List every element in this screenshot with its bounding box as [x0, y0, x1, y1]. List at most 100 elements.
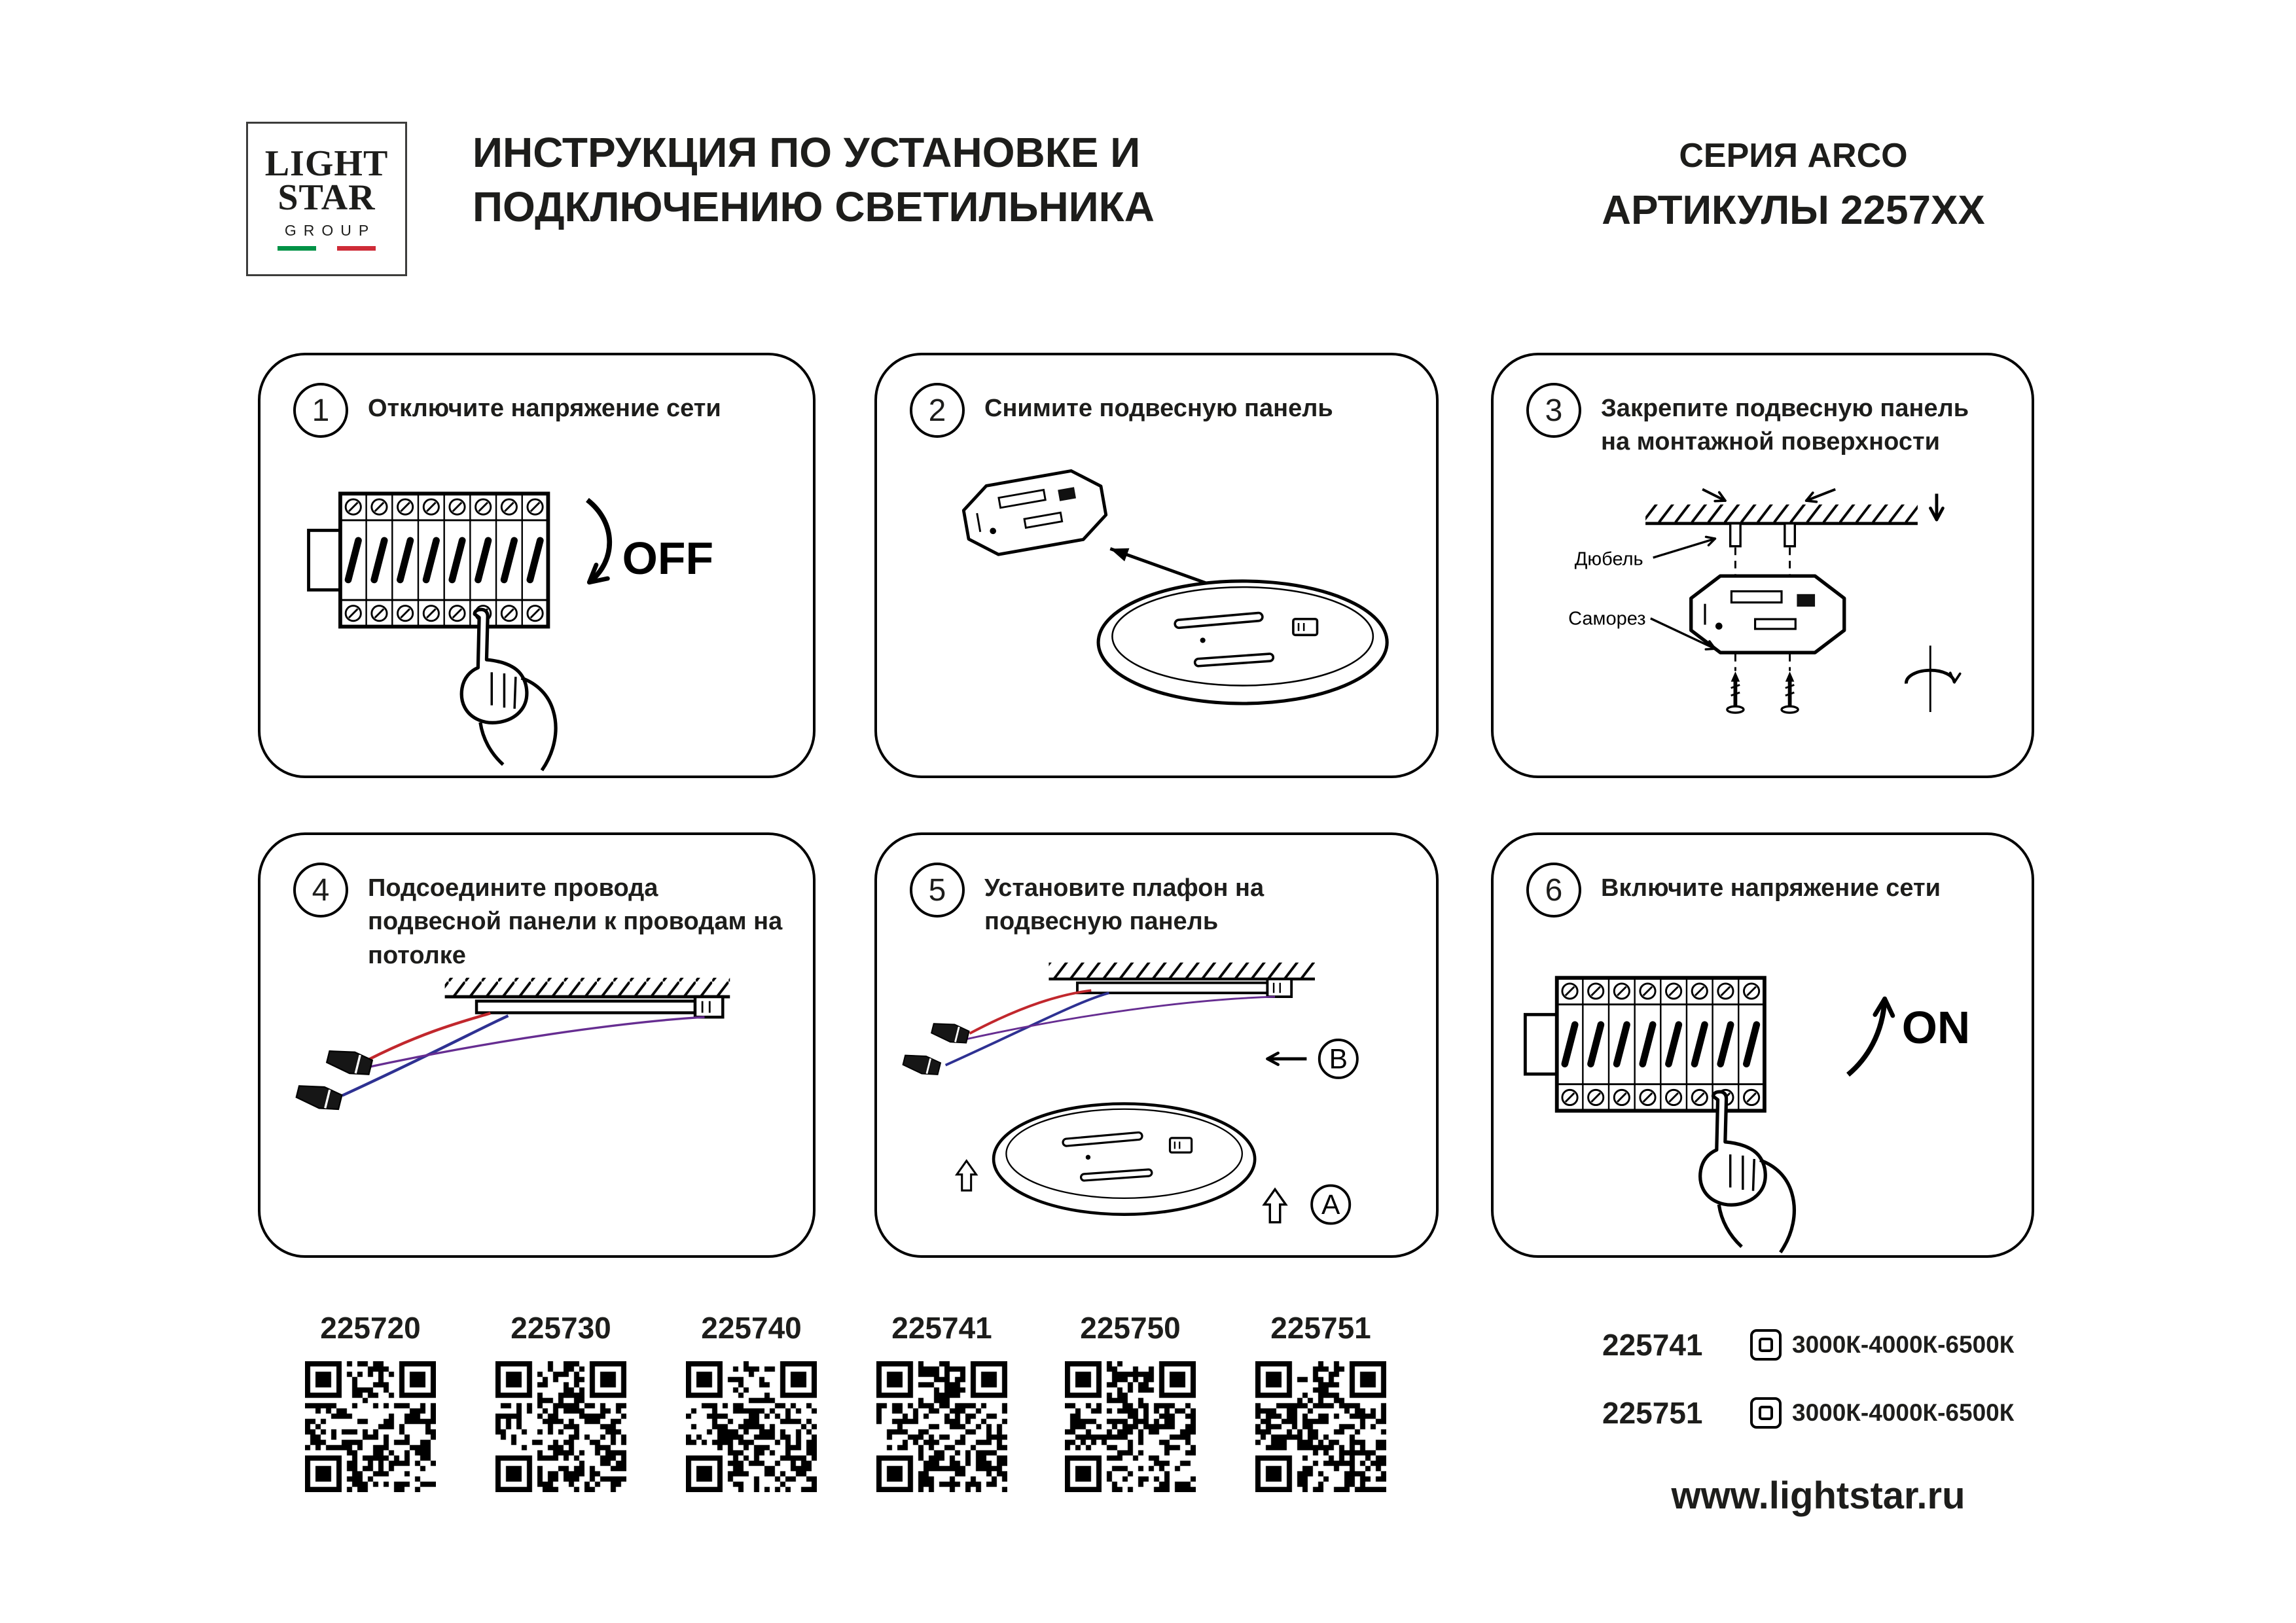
wire-connector	[929, 1018, 971, 1047]
qr-item: 225751	[1242, 1310, 1399, 1495]
article-number: 225750	[1080, 1311, 1181, 1345]
label-a: A	[1321, 1189, 1340, 1221]
blue-wire	[944, 991, 1109, 1067]
qr-code	[1255, 1361, 1386, 1492]
step-header: 5 Установите плафон на подвесную панель	[877, 835, 1436, 939]
dowels	[1729, 522, 1797, 548]
step4-connect-wires-illustration	[294, 978, 730, 1115]
step-panel-3: 3 Закрепите подвесную панель на монтажно…	[1491, 353, 2034, 778]
step2-remove-panel-illustration	[877, 459, 1436, 776]
step-panel-5: 5 Установите плафон на подвесную панель …	[874, 832, 1439, 1258]
step-number: 2	[910, 383, 965, 438]
circle-b	[1318, 1038, 1359, 1079]
step-instruction: Отключите напряжение сети	[368, 395, 721, 422]
articles-label: АРТИКУЛЫ 2257XX	[1602, 188, 1985, 233]
up-arrow-left	[956, 1160, 978, 1192]
logo-text-star: STAR	[278, 177, 376, 218]
series-label: СЕРИЯ ARCO	[1679, 137, 1908, 175]
step3-mount-panel-illustration: Дюбель Саморез	[1568, 488, 1962, 714]
ceiling-hatch	[444, 978, 730, 997]
step-panel-1: 1 Отключите напряжение сети OFF	[258, 353, 816, 778]
color-temp-icon-inner	[1759, 1338, 1773, 1352]
on-label: ON	[1902, 1002, 1970, 1053]
step-number: 1	[293, 383, 348, 438]
qr-code	[1065, 1361, 1196, 1492]
step-header: 3 Закрепите подвесную панель на монтажно…	[1494, 355, 2032, 459]
up-arrow-right	[1263, 1188, 1287, 1224]
ceiling-hatch	[1645, 504, 1918, 524]
qr-code	[495, 1361, 626, 1492]
color-temp-icon	[1750, 1397, 1782, 1429]
color-temp-values: 3000К-4000К-6500К	[1792, 1331, 2015, 1358]
lamp-base-drawing	[1098, 581, 1387, 704]
qr-item: 225730	[482, 1310, 639, 1495]
step-instruction: Включите напряжение сети	[1601, 874, 1941, 902]
step-instruction: Установите плафон на подвесную панель	[984, 874, 1265, 936]
wire-connector	[901, 1050, 942, 1079]
article-number: 225740	[701, 1311, 802, 1345]
qr-item: 225741	[863, 1310, 1020, 1495]
ceiling-hatch	[1049, 962, 1315, 979]
color-temp-values: 3000К-4000К-6500К	[1792, 1399, 2015, 1426]
step-panel-4: 4 Подсоедините провода подвесной панели …	[258, 832, 816, 1258]
qr-item: 225720	[292, 1310, 449, 1495]
screws-drawing	[1726, 671, 1799, 714]
mounting-panel-drawing	[960, 466, 1109, 559]
step6-breaker-on-illustration: ON	[1494, 938, 1970, 1255]
step1-breaker-off-illustration: OFF	[260, 459, 713, 776]
off-label: OFF	[622, 533, 713, 584]
series-block: СЕРИЯ ARCO АРТИКУЛЫ 2257XX	[1545, 136, 2042, 234]
qr-code	[305, 1361, 436, 1492]
wire-connector	[324, 1044, 374, 1079]
circle-a	[1310, 1184, 1352, 1225]
lightstar-logo: LIGHT STAR GROUP	[246, 122, 407, 276]
italian-flag-stripe	[278, 245, 376, 251]
step-instruction: Снимите подвесную панель	[984, 395, 1333, 422]
blue-wire	[341, 1014, 509, 1097]
flag-green-segment	[278, 245, 316, 251]
curved-arrow-up	[1846, 998, 1888, 1077]
step-number: 4	[293, 863, 348, 918]
variant-article: 225741	[1602, 1328, 1703, 1362]
rotation-arrow	[1905, 645, 1962, 713]
page-title: ИНСТРУКЦИЯ ПО УСТАНОВКЕ И ПОДКЛЮЧЕНИЮ СВ…	[473, 126, 1155, 234]
logo-text-group: GROUP	[284, 221, 376, 239]
flag-white-segment	[315, 245, 338, 251]
circuit-breaker-drawing	[309, 493, 548, 626]
step-panel-2: 2 Снимите подвесную панель	[874, 353, 1439, 778]
circuit-breaker-drawing	[1525, 978, 1765, 1111]
mounted-panel-side-view	[1076, 978, 1293, 998]
variant-article: 225751	[1602, 1396, 1703, 1430]
step-number: 3	[1526, 383, 1581, 438]
curved-arrow-down	[586, 497, 613, 584]
dowel-label: Дюбель	[1575, 549, 1643, 570]
title-line-2: ПОДКЛЮЧЕНИЮ СВЕТИЛЬНИКА	[473, 183, 1155, 231]
variant-row: 225751 3000К-4000К-6500К	[1602, 1395, 2014, 1431]
wire-connector	[294, 1080, 344, 1115]
red-wire	[367, 1012, 491, 1061]
step-header: 1 Отключите напряжение сети	[260, 355, 813, 438]
pointing-hand-drawing	[1700, 1092, 1795, 1252]
flag-red-segment	[337, 245, 376, 251]
alignment-dashes	[1734, 547, 1791, 671]
pointing-hand-drawing	[461, 609, 556, 770]
label-b: B	[1329, 1043, 1348, 1075]
color-temp-icon	[1750, 1329, 1782, 1361]
step-number: 6	[1526, 863, 1581, 918]
variant-row: 225741 3000К-4000К-6500К	[1602, 1327, 2014, 1363]
violet-wire	[963, 995, 1276, 1041]
step-instruction: Закрепите подвесную панель на монтажной …	[1601, 395, 1969, 456]
step-header: 4 Подсоедините провода подвесной панели …	[260, 835, 813, 972]
website-link: www.lightstar.ru	[1671, 1474, 1965, 1517]
screw-label: Саморез	[1568, 609, 1645, 630]
step-number: 5	[910, 863, 965, 918]
qr-item: 225750	[1052, 1310, 1209, 1495]
qr-item: 225740	[673, 1310, 830, 1495]
qr-code	[876, 1361, 1007, 1492]
article-number: 225741	[891, 1311, 992, 1345]
step-panel-6: 6 Включите напряжение сети ON	[1491, 832, 2034, 1258]
step5-install-shade-illustration: B A	[901, 962, 1359, 1225]
lamp-base-drawing	[994, 1104, 1255, 1215]
article-number: 225730	[511, 1311, 611, 1345]
